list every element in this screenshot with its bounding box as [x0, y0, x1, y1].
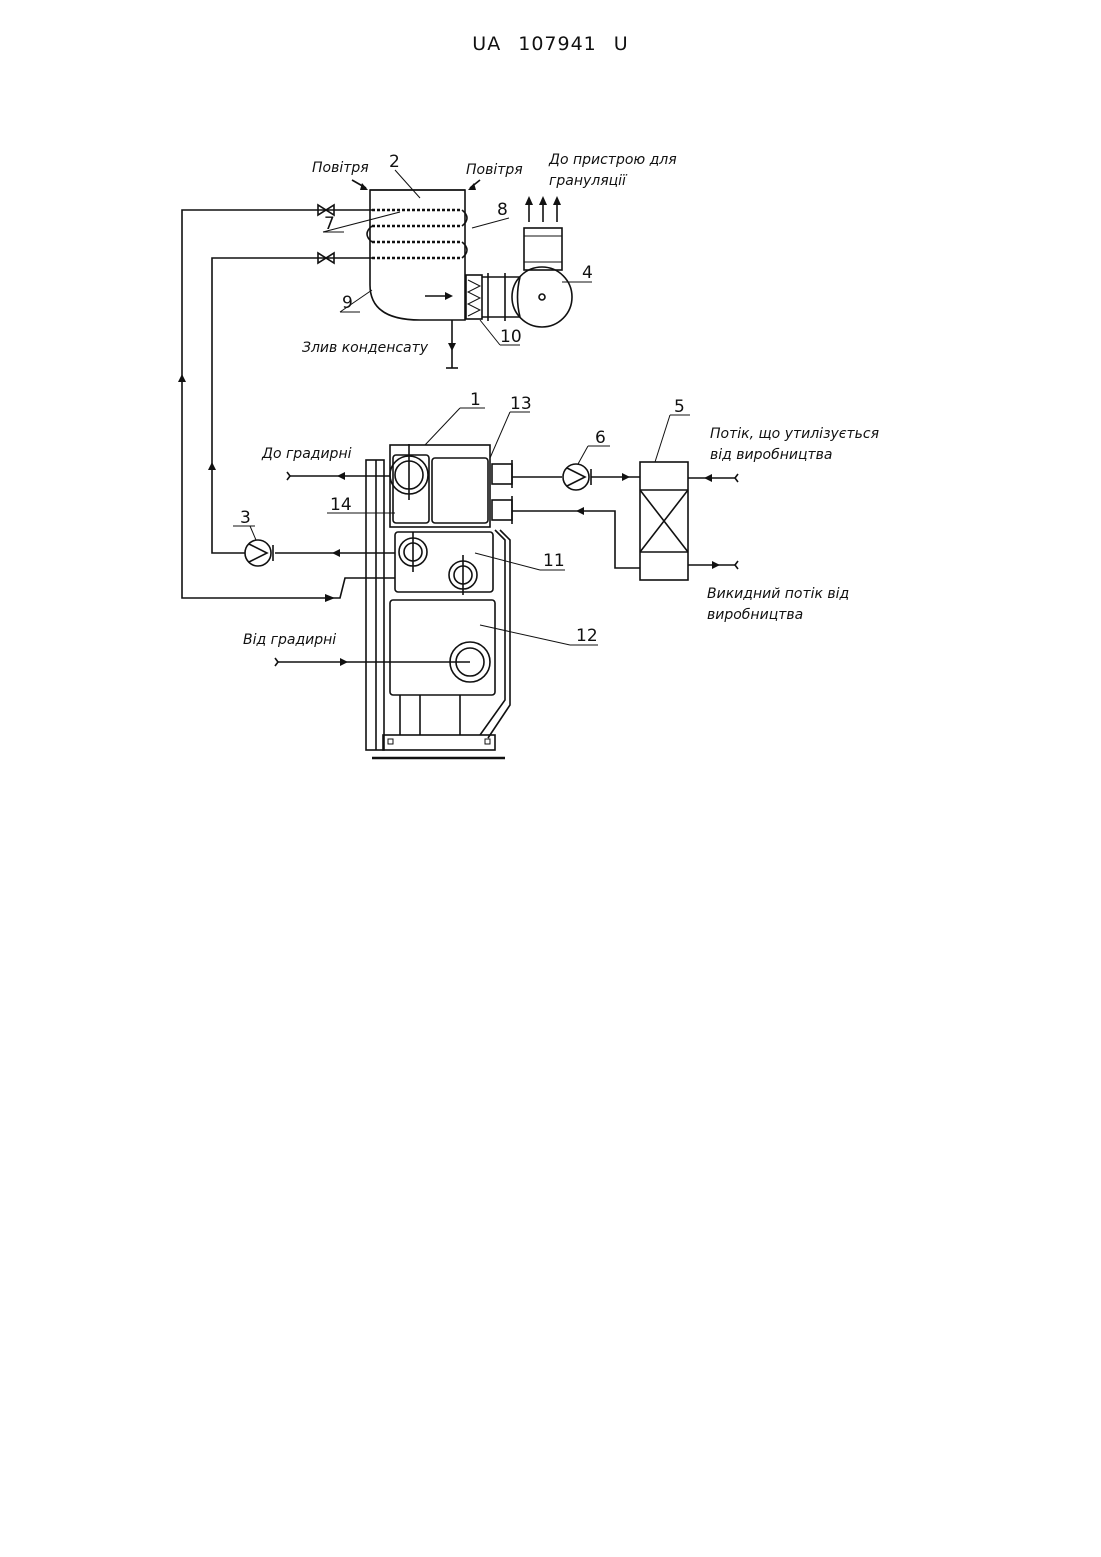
- pump-3: [245, 540, 273, 566]
- label-utilized-flow-2: від виробництва: [710, 447, 832, 463]
- label-from-cooling-tower: Від градирні: [243, 632, 336, 648]
- number-7: 7: [324, 214, 335, 234]
- label-exhaust-flow-1: Викидний потік від: [707, 586, 849, 602]
- label-to-granulation-2: грануляції: [549, 173, 628, 189]
- label-to-cooling-tower: До градирні: [261, 446, 352, 462]
- label-condensate-drain: Злив конденсату: [302, 340, 429, 356]
- number-14: 14: [330, 495, 352, 515]
- number-10: 10: [500, 327, 522, 347]
- label-utilized-flow-1: Потік, що утилізується: [710, 426, 879, 442]
- number-3: 3: [240, 508, 251, 528]
- label-to-granulation-1: До пристрою для: [548, 152, 677, 168]
- fan: [512, 196, 572, 327]
- pipe-end: [275, 658, 278, 666]
- label-air-right: Повітря: [466, 162, 523, 178]
- label-air-left: Повітря: [312, 160, 369, 176]
- main-unit: [278, 444, 512, 758]
- number-9: 9: [342, 293, 353, 313]
- number-12: 12: [576, 626, 598, 646]
- label-exhaust-flow-2: виробництва: [707, 607, 803, 623]
- number-8: 8: [497, 200, 508, 220]
- pump-6: [512, 464, 640, 568]
- text-labels: Повітря Повітря До пристрою для грануляц…: [243, 152, 879, 648]
- number-2: 2: [389, 152, 400, 172]
- number-6: 6: [595, 428, 606, 448]
- air-inlet-arrows: [352, 180, 480, 190]
- leader-lines: [233, 170, 690, 645]
- number-4: 4: [582, 263, 593, 283]
- pipe-end: [287, 472, 290, 480]
- number-5: 5: [674, 397, 685, 417]
- coolant-pipes: [178, 205, 395, 602]
- heat-exchanger: [640, 462, 738, 580]
- number-13: 13: [510, 394, 532, 414]
- number-1: 1: [470, 390, 481, 410]
- number-11: 11: [543, 551, 565, 571]
